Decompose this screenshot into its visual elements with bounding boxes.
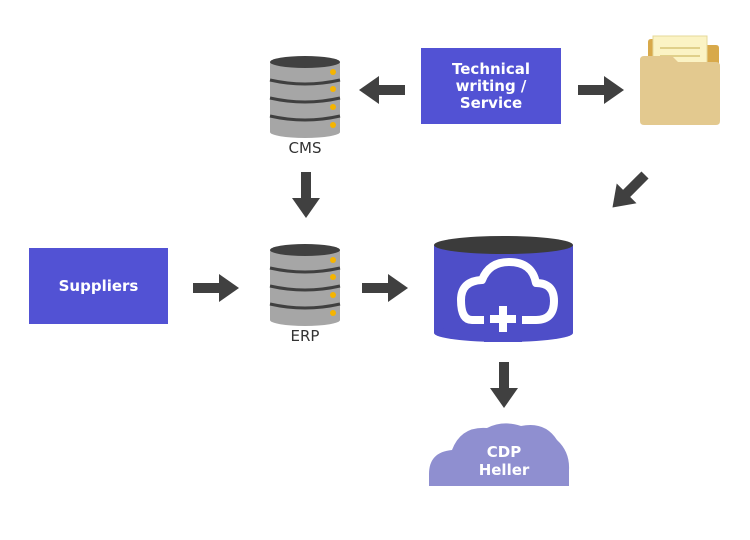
suppliers-label: Suppliers	[58, 276, 139, 295]
technical-line-2: writing /	[455, 76, 527, 95]
technical-line-1: Technical	[452, 59, 530, 78]
technical-line-3: Service	[459, 93, 523, 112]
cdp-line-1: CDP	[486, 443, 522, 461]
folder-icon	[640, 35, 720, 125]
erp-database-icon	[269, 244, 341, 326]
arrow-technical-to-folder	[578, 76, 624, 104]
cloud-plus-database-icon	[434, 236, 573, 342]
erp-label: ERP	[290, 327, 320, 345]
cloud-icon	[429, 423, 570, 486]
suppliers-box: Suppliers	[29, 248, 168, 324]
arrow-suppliers-to-erp	[193, 274, 239, 302]
arrow-erp-to-hub	[362, 274, 408, 302]
cdp-label: CDP Heller	[449, 443, 559, 479]
cms-label: CMS	[288, 139, 322, 157]
arrow-technical-to-cms	[359, 76, 405, 104]
cms-database-icon	[269, 56, 341, 138]
arrow-folder-to-hub	[602, 165, 655, 218]
technical-writing-box: Technical writing / Service	[421, 48, 561, 124]
cdp-line-2: Heller	[478, 461, 530, 479]
arrow-cms-to-erp	[292, 172, 320, 218]
arrow-hub-to-cdp	[490, 362, 518, 408]
